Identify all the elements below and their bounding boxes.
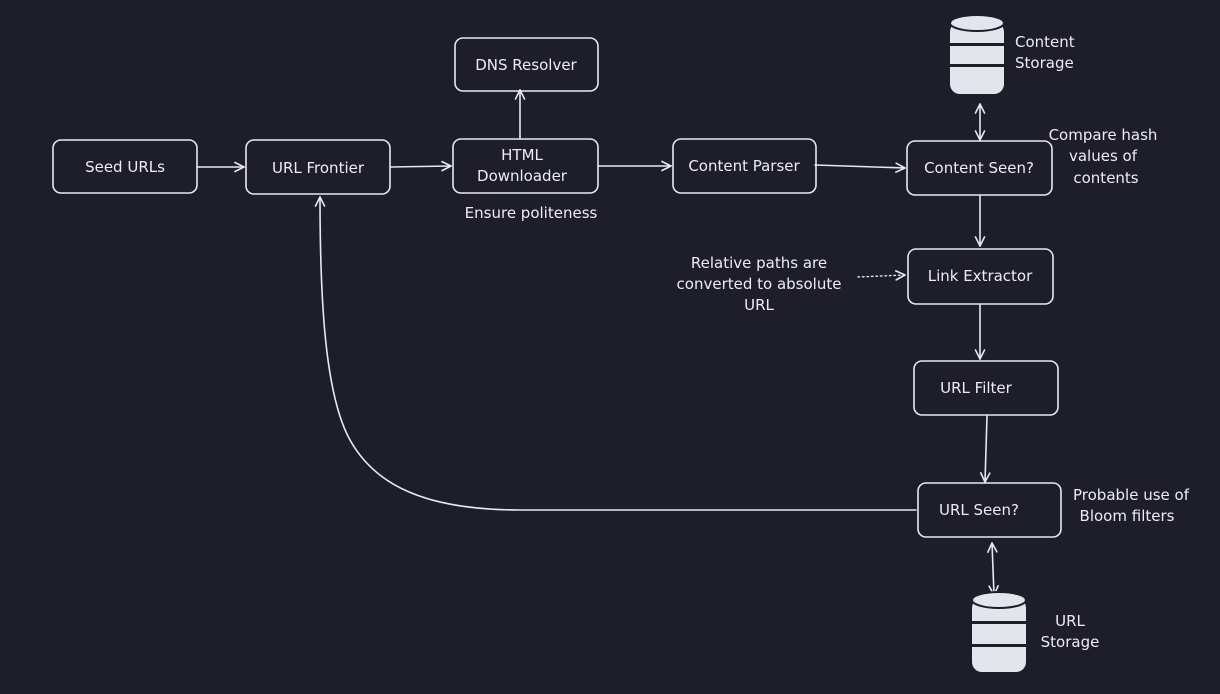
relative-paths-note-line1: Relative paths are <box>691 254 827 272</box>
dns-resolver-label: DNS Resolver <box>475 56 577 74</box>
content-seen-label: Content Seen? <box>924 159 1034 177</box>
url-storage-label-line1: URL <box>1055 612 1085 630</box>
dns-resolver-node: DNS Resolver <box>454 37 599 92</box>
content-parser-label: Content Parser <box>688 157 800 175</box>
url-storage-label-line2: Storage <box>1041 633 1100 651</box>
html-downloader-node: HTML Downloader <box>452 138 599 194</box>
url-filter-label: URL Filter <box>940 379 1013 397</box>
bloom-filter-note-line1: Probable use of <box>1073 486 1190 504</box>
content-parser-node: Content Parser <box>672 138 817 194</box>
content-storage-label-line1: Content <box>1015 33 1075 51</box>
relative-paths-note-line2: converted to absolute <box>677 275 842 293</box>
compare-hash-note-line3: contents <box>1073 169 1138 187</box>
edge-url-filter-to-url-seen <box>979 415 991 483</box>
edge-frontier-to-downloader <box>389 160 452 172</box>
content-storage-label-line2: Storage <box>1015 54 1074 72</box>
edge-url-seen-to-frontier <box>314 196 917 511</box>
politeness-note: Ensure politeness <box>465 204 598 222</box>
bloom-filter-note-line2: Bloom filters <box>1080 507 1175 525</box>
html-downloader-label-line1: HTML <box>501 146 543 164</box>
edge-note-to-link-extractor <box>857 270 906 281</box>
url-frontier-label: URL Frontier <box>272 159 365 177</box>
url-storage-database-icon <box>970 591 1028 672</box>
content-storage-database-icon <box>948 14 1006 94</box>
url-seen-node: URL Seen? <box>917 482 1062 538</box>
url-filter-node: URL Filter <box>913 360 1059 416</box>
seed-urls-node: Seed URLs <box>52 139 198 194</box>
url-frontier-node: URL Frontier <box>245 139 391 195</box>
edge-parser-to-content-seen <box>814 162 906 173</box>
compare-hash-note-line1: Compare hash <box>1049 126 1158 144</box>
compare-hash-note-line2: values of <box>1069 147 1138 165</box>
html-downloader-label-line2: Downloader <box>477 167 568 185</box>
content-seen-node: Content Seen? <box>906 140 1053 196</box>
url-seen-label: URL Seen? <box>939 501 1019 519</box>
link-extractor-label: Link Extractor <box>928 267 1033 285</box>
link-extractor-node: Link Extractor <box>907 248 1054 305</box>
edge-url-seen-to-storage <box>987 542 999 596</box>
relative-paths-note-line3: URL <box>744 296 774 314</box>
seed-urls-label: Seed URLs <box>85 158 165 176</box>
